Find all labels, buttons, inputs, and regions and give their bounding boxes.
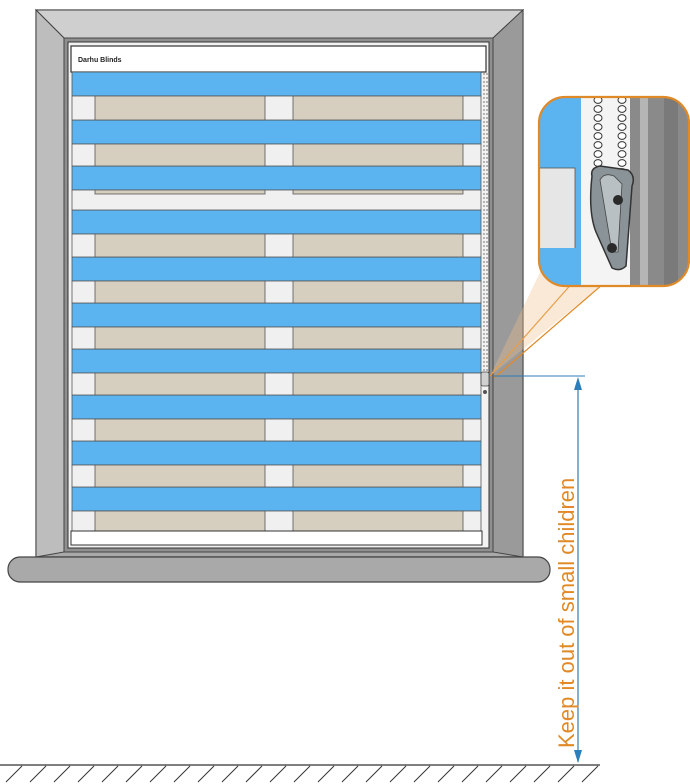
blue-fabric-stripe <box>71 486 482 512</box>
floor-hatch-line <box>125 765 143 783</box>
beige-fabric-panel <box>292 510 464 532</box>
brand-label: Darhu Blinds <box>78 57 122 64</box>
floor-hatch-line <box>29 765 47 783</box>
beige-fabric-panel <box>94 418 266 442</box>
floor-hatch-line <box>5 765 23 783</box>
floor-hatch-line <box>173 765 191 783</box>
dimension-arrow-icon <box>494 375 585 763</box>
chain-bead <box>593 132 603 140</box>
chain-bead <box>617 97 627 104</box>
beige-fabric-panel <box>94 95 266 121</box>
beige-fabric-panel <box>292 233 464 258</box>
beige-fabric-panel <box>292 372 464 396</box>
chain-bead <box>617 114 627 122</box>
cord-cleat-icon <box>589 165 635 271</box>
chain-bead <box>617 123 627 131</box>
beige-fabric-panel <box>94 510 266 532</box>
beige-fabric-panel <box>292 280 464 304</box>
chain-bead <box>593 141 603 149</box>
beige-fabric-panel <box>94 280 266 304</box>
floor-hatch-line <box>53 765 71 783</box>
floor-hatch-line <box>485 765 503 783</box>
floor-hatch-line <box>77 765 95 783</box>
floor-hatch-line <box>437 765 455 783</box>
beige-fabric-panel <box>292 95 464 121</box>
floor-hatch-line <box>197 765 215 783</box>
zoom-detail-bubble <box>537 95 690 288</box>
blue-fabric-stripe <box>71 440 482 466</box>
floor-hatch-line <box>389 765 407 783</box>
floor-hatch-line <box>533 765 551 783</box>
blue-fabric-stripe <box>71 165 482 191</box>
beige-fabric-panel <box>94 189 266 195</box>
warning-text: Keep it out of small children <box>554 478 579 748</box>
blue-fabric-stripe <box>71 209 482 235</box>
chain-icon <box>480 73 490 394</box>
floor-hatch-line <box>245 765 263 783</box>
chain-bead <box>617 141 627 149</box>
chain-bead <box>617 132 627 140</box>
beige-fabric-panel <box>94 372 266 396</box>
floor-hatch-line <box>509 765 527 783</box>
window-sill <box>7 556 551 583</box>
blind-bottom-rail <box>70 530 483 546</box>
beige-fabric-panel <box>292 189 464 195</box>
blue-fabric-stripe <box>71 302 482 328</box>
beige-fabric-panel <box>94 143 266 167</box>
sheer-fabric-row <box>71 189 482 211</box>
floor-hatch-line <box>341 765 359 783</box>
blue-fabric-stripe <box>71 256 482 282</box>
floor-hatch-line <box>149 765 167 783</box>
beige-fabric-panel <box>292 464 464 488</box>
beige-fabric-panel <box>94 326 266 350</box>
beige-fabric-panel <box>292 326 464 350</box>
floor-hatch-icon <box>0 764 600 783</box>
floor-hatch-line <box>557 765 575 783</box>
floor-hatch-line <box>269 765 287 783</box>
beige-fabric-panel <box>94 233 266 258</box>
blind-headrail: Darhu Blinds <box>70 45 487 73</box>
beige-fabric-panel <box>292 143 464 167</box>
chain-bead <box>593 150 603 158</box>
floor-hatch-line <box>317 765 335 783</box>
blue-fabric-stripe <box>71 394 482 420</box>
chain-bead <box>593 97 603 104</box>
chain-bead <box>593 114 603 122</box>
chain-bead <box>617 105 627 113</box>
floor-hatch-line <box>293 765 311 783</box>
chain-bead <box>617 159 627 167</box>
callout-lines <box>489 262 604 379</box>
floor-hatch-line <box>365 765 383 783</box>
floor-hatch-line <box>221 765 239 783</box>
chain-bead <box>593 123 603 131</box>
floor-hatch-line <box>101 765 119 783</box>
floor-hatch-line <box>413 765 431 783</box>
chain-bead <box>593 105 603 113</box>
chain-bead <box>617 150 627 158</box>
blue-fabric-stripe <box>71 119 482 145</box>
blind-fabric <box>71 71 482 532</box>
beige-fabric-panel <box>94 464 266 488</box>
blue-fabric-stripe <box>71 71 482 97</box>
blue-fabric-stripe <box>71 348 482 374</box>
beige-fabric-panel <box>292 418 464 442</box>
floor-hatch-line <box>581 765 599 783</box>
floor-hatch-line <box>461 765 479 783</box>
